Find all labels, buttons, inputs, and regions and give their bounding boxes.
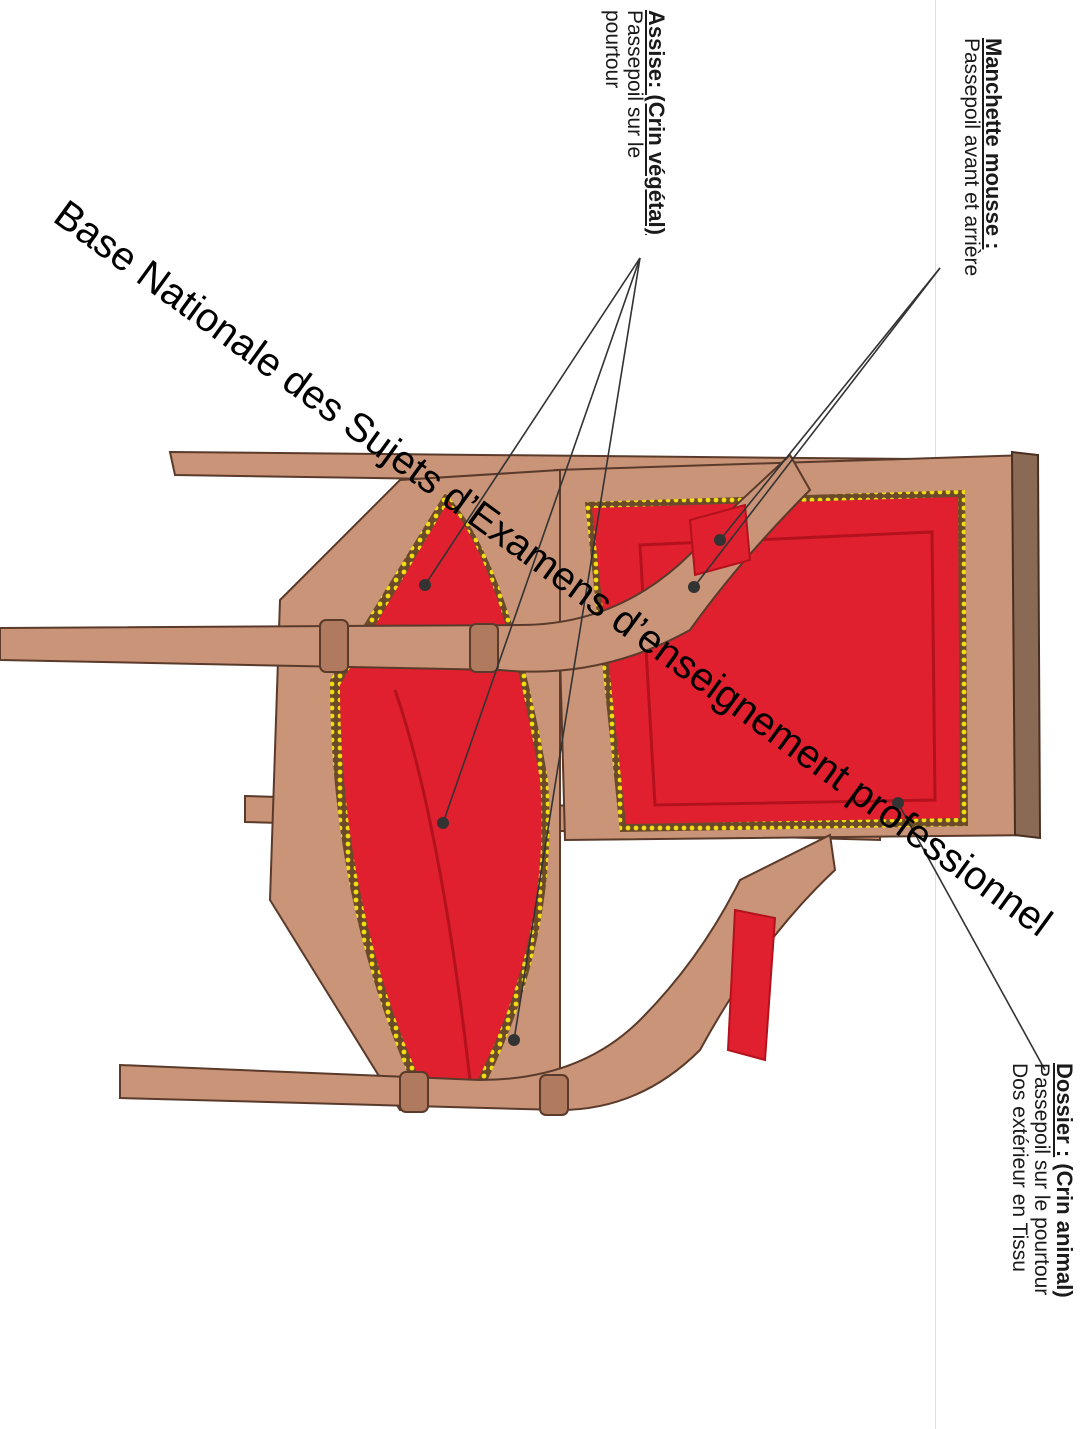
dossier-label: Dossier : (Crin animal) Passepoil sur le…	[1008, 1063, 1076, 1298]
arm-pad-bottom	[728, 910, 775, 1060]
assise-line2: pourtour	[601, 10, 623, 235]
assise-title: Assise: (Crin végétal)	[645, 10, 668, 235]
dossier-title: Dossier :	[1052, 1063, 1077, 1157]
assise-label: Assise: (Crin végétal) Passepoil sur le …	[601, 10, 668, 235]
dossier-line2: Dos extérieur en Tissu	[1008, 1063, 1030, 1298]
assise-line1: Passepoil sur le	[623, 10, 645, 235]
dossier-title-suffix: (Crin animal)	[1052, 1157, 1077, 1298]
manchette-title: Manchette mousse :	[982, 38, 1005, 276]
dossier-line1: Passepoil sur le pourtour	[1030, 1063, 1052, 1298]
manchette-label: Manchette mousse : Passepoil avant et ar…	[960, 38, 1005, 276]
dossier-title-row: Dossier : (Crin animal)	[1052, 1063, 1076, 1298]
manchette-line1: Passepoil avant et arrière	[960, 38, 982, 276]
